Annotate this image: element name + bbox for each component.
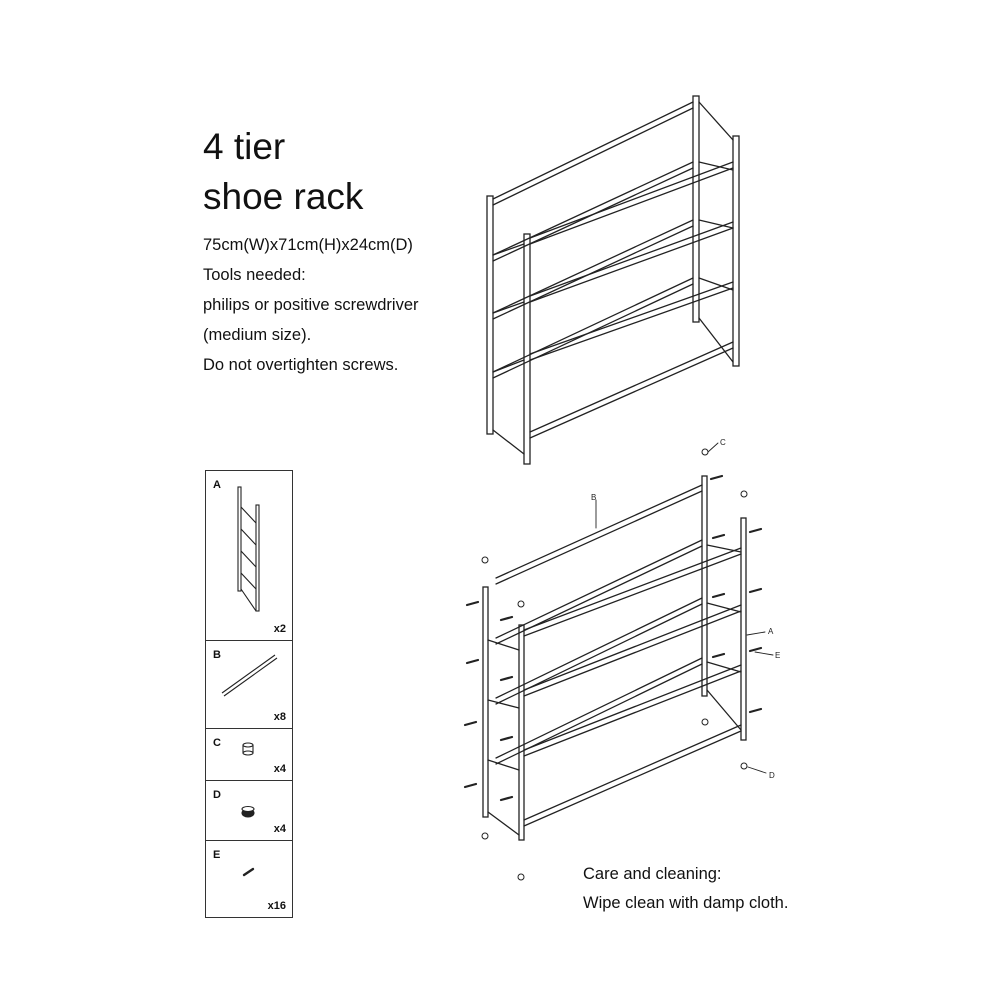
label-e: E (775, 651, 780, 660)
exploded-rod-7 (523, 664, 742, 757)
part-b-letter: B (213, 649, 221, 661)
back-rod-1 (529, 161, 734, 245)
part-b: B x8 (206, 641, 292, 729)
screw-icon (242, 867, 255, 877)
part-a-letter: A (213, 479, 221, 491)
side-frame-icon (237, 486, 260, 612)
foot-icon (740, 762, 748, 770)
leader-a (746, 631, 766, 636)
part-a: A x2 (206, 471, 292, 641)
front-left-post (486, 195, 494, 435)
rod-icon (221, 654, 278, 697)
instructions: 75cm(W)x71cm(H)x24cm(D) Tools needed: ph… (203, 230, 419, 380)
left-side-braces (492, 243, 525, 455)
exploded-rod-5 (523, 547, 742, 637)
exploded-rod-6 (523, 604, 742, 697)
part-e: E x16 (206, 841, 292, 917)
back-rod-3 (529, 281, 734, 361)
exploded-rod-1 (495, 484, 703, 585)
cap-icon (701, 448, 709, 456)
front-rod-3 (492, 219, 694, 320)
right-side-braces (698, 101, 734, 363)
exploded-rod-4 (495, 657, 703, 765)
part-e-letter: E (213, 849, 221, 861)
title-line-1: 4 tier (203, 126, 286, 167)
exploded-left-braces (487, 639, 520, 836)
label-b: B (591, 493, 596, 502)
label-d: D (769, 771, 775, 780)
assembled-rack-illustration (486, 95, 740, 465)
tool-text-1: philips or positive screwdriver (203, 296, 419, 314)
foot-cap-icon (241, 805, 255, 818)
exploded-front-right-post (701, 475, 708, 697)
leader-d (747, 766, 767, 774)
exploded-back-left-post (518, 624, 525, 841)
part-d-letter: D (213, 789, 221, 801)
care-text: Wipe clean with damp cloth. (583, 894, 789, 912)
exploded-right-braces (706, 544, 742, 731)
care-heading: Care and cleaning: (583, 865, 722, 883)
care-instructions: Care and cleaning: Wipe clean with damp … (583, 860, 788, 918)
tools-heading: Tools needed: (203, 266, 306, 284)
cap-icon (517, 600, 525, 608)
front-rod-1 (492, 101, 694, 206)
back-rod-4 (529, 341, 734, 439)
dimensions-text: 75cm(W)x71cm(H)x24cm(D) (203, 236, 413, 254)
part-e-qty: x16 (267, 900, 286, 912)
part-d-qty: x4 (273, 823, 286, 835)
part-c-qty: x4 (273, 763, 286, 775)
front-right-post (692, 95, 700, 323)
warning-text: Do not overtighten screws. (203, 356, 399, 374)
part-c-letter: C (213, 737, 221, 749)
foot-icon (701, 718, 709, 726)
foot-icon (481, 832, 489, 840)
exploded-front-left-post (482, 586, 489, 818)
part-a-qty: x2 (273, 623, 286, 635)
back-left-post (523, 233, 531, 465)
end-cap-icon (242, 742, 254, 756)
back-rod-2 (529, 221, 734, 303)
tool-text-2: (medium size). (203, 326, 312, 344)
part-d: D x4 (206, 781, 292, 841)
front-rod-2 (492, 161, 694, 262)
exploded-rod-3 (495, 597, 703, 705)
exploded-assembly-illustration: B C A E D (463, 438, 780, 881)
leader-c (707, 442, 719, 453)
label-c: C (720, 438, 726, 447)
cap-icon (740, 490, 748, 498)
cap-icons (481, 448, 748, 881)
foot-icon (517, 873, 525, 881)
label-a: A (768, 627, 774, 636)
back-right-post (732, 135, 740, 367)
exploded-back-right-post (740, 517, 747, 741)
front-rod-4 (492, 277, 694, 379)
part-b-qty: x8 (273, 711, 286, 723)
screw-icons (463, 474, 763, 802)
parts-list: A x2 B x8 C x4 D x4 E x16 (205, 470, 293, 918)
part-c: C x4 (206, 729, 292, 781)
cap-icon (481, 556, 489, 564)
leader-e (754, 651, 774, 656)
title-line-2: shoe rack (203, 176, 364, 217)
exploded-rod-8 (523, 724, 742, 827)
